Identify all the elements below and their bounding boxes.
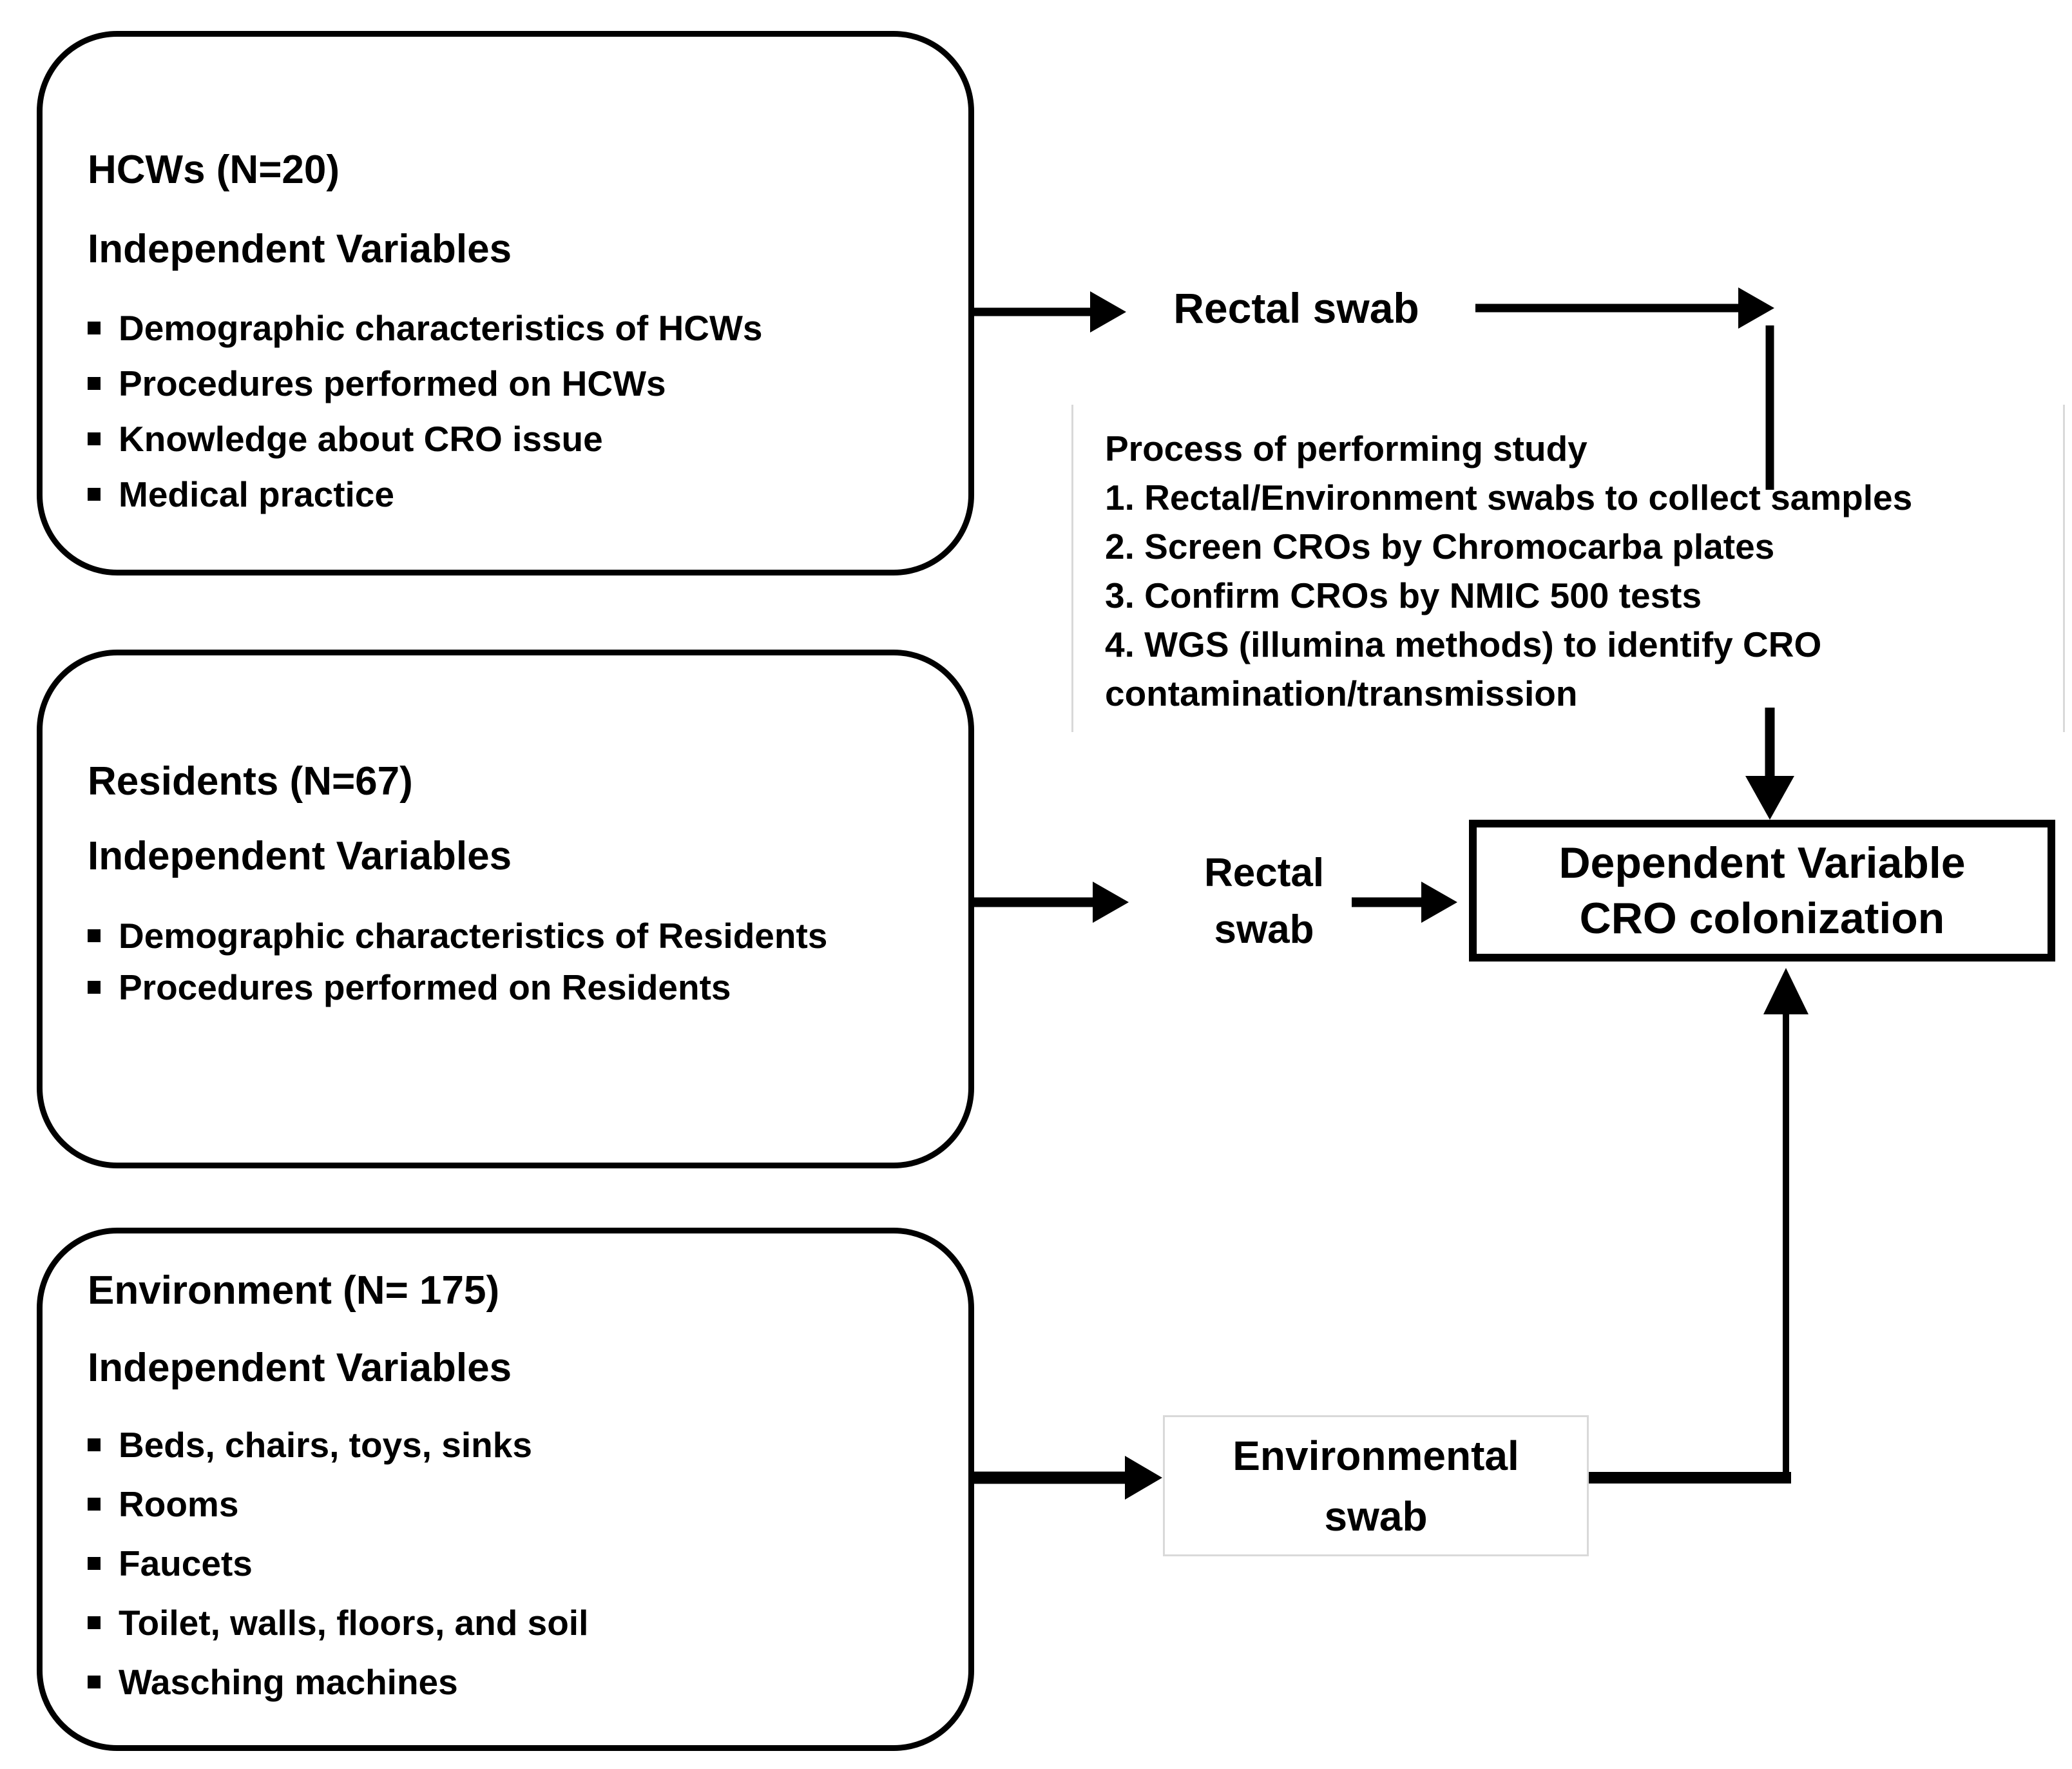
list-item-text: Procedures performed on Residents — [119, 967, 731, 1007]
environment-box-subtitle: Independent Variables — [88, 1346, 512, 1390]
list-item: Procedures performed on HCWs — [88, 358, 880, 411]
list-item: Procedures performed on Residents — [88, 962, 880, 1013]
hcws-box-subtitle: Independent Variables — [88, 227, 512, 271]
residents-box-title: Residents (N=67) — [88, 759, 413, 804]
rectal-swab-mid-line2: swab — [1214, 907, 1314, 952]
list-item-text: Medical practice — [119, 474, 394, 514]
dependent-variable-line2: CRO colonization — [1579, 894, 1945, 943]
hcws-box-title: HCWs (N=20) — [88, 148, 340, 192]
process-step-3: 3. Confirm CROs by NMIC 500 tests — [1105, 575, 1702, 615]
environmental-swab-box: Environmental swab — [1163, 1415, 1589, 1556]
rectal-swab-label-mid: Rectal swab — [1167, 845, 1361, 958]
bullet-square-icon — [88, 432, 101, 445]
process-panel-title: Process of performing study — [1105, 429, 1588, 469]
arrow-hcws-to-rectal-swab — [974, 291, 1126, 333]
list-item-text: Wasching machines — [119, 1662, 458, 1702]
arrow-rectal-swab-to-dependent-box — [1352, 882, 1457, 923]
rectal-swab-label-top: Rectal swab — [1173, 284, 1419, 332]
bullet-square-icon — [88, 1616, 101, 1629]
list-item: Medical practice — [88, 469, 880, 522]
process-step-2: 2. Screen CROs by Chromocarba plates — [1105, 527, 1775, 566]
list-item-text: Demographic characteristics of HCWs — [119, 308, 763, 348]
process-step-1: 1. Rectal/Environment swabs to collect s… — [1105, 478, 1913, 517]
bullet-square-icon — [88, 1557, 101, 1570]
list-item: Beds, chairs, toys, sinks — [88, 1419, 880, 1474]
list-item-text: Procedures performed on HCWs — [119, 363, 666, 403]
arrow-environment-to-environmental-swab — [974, 1456, 1162, 1500]
hcws-box: HCWs (N=20) Independent Variables Demogr… — [37, 31, 974, 575]
dependent-variable-box: Dependent Variable CRO colonization — [1469, 820, 2055, 962]
list-item: Toilet, walls, floors, and soil — [88, 1597, 880, 1652]
list-item: Rooms — [88, 1478, 880, 1534]
list-item: Wasching machines — [88, 1656, 880, 1712]
list-item-text: Beds, chairs, toys, sinks — [119, 1425, 532, 1465]
list-item-text: Demographic characteristics of Residents — [119, 916, 828, 956]
list-item-text: Knowledge about CRO issue — [119, 419, 603, 459]
bullet-square-icon — [88, 322, 101, 334]
list-item-text: Faucets — [119, 1543, 253, 1583]
process-panel-text: Process of performing study 1. Rectal/En… — [1073, 405, 2063, 718]
list-item: Demographic characteristics of Residents — [88, 910, 880, 962]
bullet-square-icon — [88, 981, 101, 994]
list-item: Faucets — [88, 1538, 880, 1593]
arrow-residents-to-rectal-swab — [974, 882, 1129, 923]
list-item-text: Toilet, walls, floors, and soil — [119, 1603, 589, 1643]
bullet-square-icon — [88, 929, 101, 942]
connector-environmental-swab-to-dependent-box — [1589, 968, 1808, 1484]
dependent-variable-line1: Dependent Variable — [1559, 838, 1966, 887]
bullet-square-icon — [88, 488, 101, 501]
process-step-4-continuation: contamination/transmission — [1105, 673, 1578, 713]
bullet-square-icon — [88, 1438, 101, 1451]
residents-box-subtitle: Independent Variables — [88, 834, 512, 878]
bullet-square-icon — [88, 377, 101, 390]
environment-box: Environment (N= 175) Independent Variabl… — [37, 1228, 974, 1751]
list-item-text: Rooms — [119, 1484, 239, 1524]
list-item: Demographic characteristics of HCWs — [88, 302, 880, 356]
rectal-swab-mid-line1: Rectal — [1204, 851, 1325, 895]
process-panel: Process of performing study 1. Rectal/En… — [1071, 405, 2065, 732]
bullet-square-icon — [88, 1676, 101, 1688]
process-step-4: 4. WGS (illumina methods) to identify CR… — [1105, 624, 1822, 664]
environmental-swab-line2: swab — [1324, 1493, 1428, 1540]
residents-box: Residents (N=67) Independent Variables D… — [37, 650, 974, 1168]
bullet-square-icon — [88, 1498, 101, 1511]
list-item: Knowledge about CRO issue — [88, 413, 880, 467]
environmental-swab-line1: Environmental — [1233, 1432, 1519, 1479]
environment-variable-list: Beds, chairs, toys, sinks Rooms Faucets … — [88, 1419, 880, 1716]
hcws-variable-list: Demographic characteristics of HCWs Proc… — [88, 302, 880, 524]
environment-box-title: Environment (N= 175) — [88, 1268, 500, 1313]
residents-variable-list: Demographic characteristics of Residents… — [88, 910, 880, 1013]
